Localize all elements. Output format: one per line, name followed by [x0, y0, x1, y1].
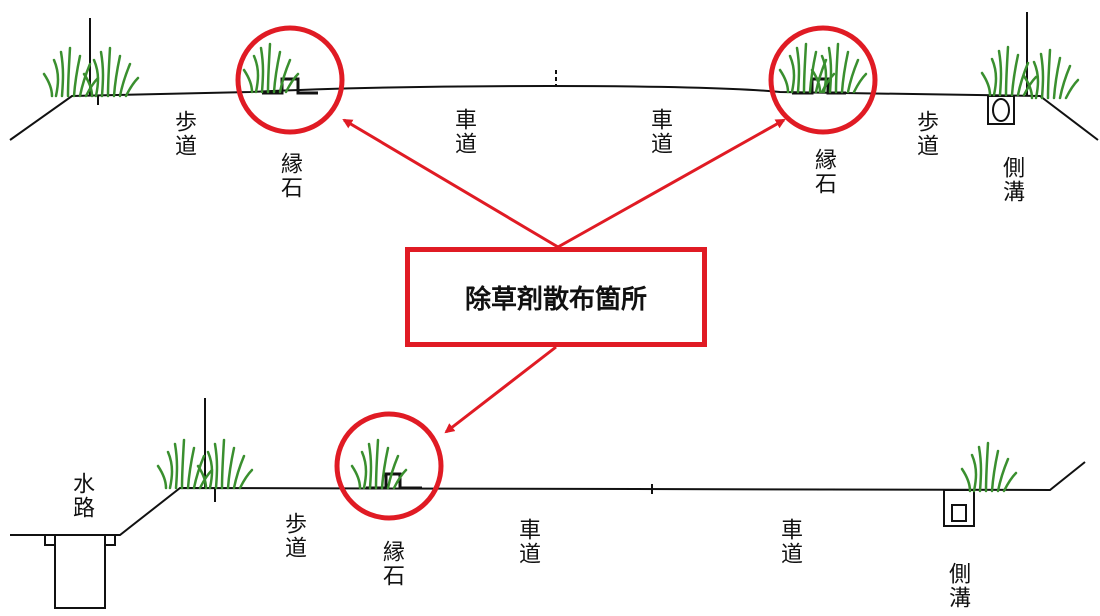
- pole-icon: [89, 12, 1028, 96]
- top-road-profile: [9, 70, 1099, 141]
- label-roadway-right: 車道: [647, 108, 672, 156]
- callout-box: 除草剤散布箇所: [405, 247, 707, 347]
- label-curb-left: 縁石: [277, 152, 302, 200]
- highlight-circles: [235, 25, 878, 521]
- callout-arrows: [342, 118, 786, 434]
- label-sidewalk-bottom: 歩道: [281, 512, 306, 560]
- label-curb-right: 縁石: [811, 148, 836, 196]
- label-side-ditch: 側溝: [999, 156, 1024, 204]
- gutter-icon: [943, 489, 975, 527]
- gutter-icon: [987, 95, 1015, 125]
- label-curb-bottom: 縁石: [379, 540, 404, 588]
- label-roadway-bottom-left: 車道: [515, 518, 540, 566]
- grass-icon: [156, 438, 1018, 493]
- label-sidewalk-right: 歩道: [913, 110, 938, 158]
- label-roadway-left: 車道: [451, 108, 476, 156]
- label-side-ditch-bottom: 側溝: [945, 562, 970, 610]
- label-sidewalk-left: 歩道: [171, 110, 196, 158]
- callout-text: 除草剤散布箇所: [464, 284, 647, 315]
- bottom-road-profile: [10, 461, 1086, 609]
- label-waterway: 水路: [69, 472, 94, 520]
- label-roadway-bottom-right: 車道: [777, 518, 802, 566]
- grass-icon: [42, 42, 1080, 100]
